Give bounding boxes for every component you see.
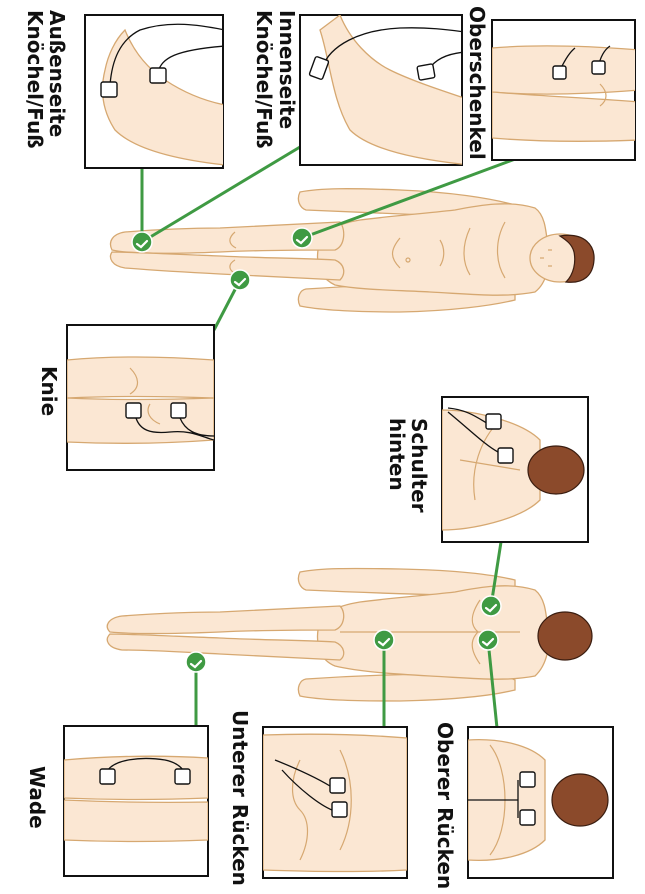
electrode-pad xyxy=(171,403,186,418)
marker-oberschenkel xyxy=(292,228,312,248)
back-head xyxy=(538,612,592,660)
label-unterer-ruecken: Unterer Rücken xyxy=(228,710,252,886)
back-body-figure xyxy=(107,568,592,701)
panel-unterer-ruecken xyxy=(263,727,407,878)
electrode-pad xyxy=(126,403,141,418)
label-innenseite-2: Knöchel/Fuß xyxy=(252,10,276,149)
electrode-pad xyxy=(486,414,501,429)
front-torso xyxy=(318,204,549,295)
electrode-pad xyxy=(520,810,535,825)
label-aussenseite-2: Knöchel/Fuß xyxy=(23,10,47,149)
front-leg-lower xyxy=(111,252,344,280)
panel-aussenseite xyxy=(85,15,225,168)
marker-wade xyxy=(186,652,206,672)
electrode-pad xyxy=(592,61,605,74)
marker-knie xyxy=(230,270,250,290)
panel-knie xyxy=(67,325,214,470)
back-torso xyxy=(318,586,549,679)
electrode-pad xyxy=(175,769,190,784)
panel-schulter xyxy=(442,397,588,542)
panel-wade xyxy=(64,726,208,876)
label-schulter-2: hinten xyxy=(385,418,409,491)
electrode-pad xyxy=(332,802,347,817)
label-aussenseite-1: Außenseite xyxy=(45,10,69,137)
marker-oberer-ruecken xyxy=(478,630,498,650)
marker-schulter xyxy=(481,596,501,616)
label-knie: Knie xyxy=(37,366,61,416)
electrode-pad xyxy=(330,778,345,793)
back-leg-upper xyxy=(107,606,343,634)
label-oberschenkel: Oberschenkel xyxy=(465,6,489,160)
marker-unterer-ruecken xyxy=(374,630,394,650)
label-schulter-1: Schulter xyxy=(407,418,431,513)
electrode-pad xyxy=(150,68,166,83)
panel-innenseite xyxy=(300,15,470,165)
electrode-pad xyxy=(417,64,435,81)
label-wade: Wade xyxy=(25,766,49,829)
panel-oberer-ruecken xyxy=(468,727,613,878)
electrode-pad xyxy=(553,66,566,79)
electrode-pad xyxy=(498,448,513,463)
electrode-pad xyxy=(101,82,117,97)
front-body-figure xyxy=(111,189,595,312)
electrode-pad xyxy=(100,769,115,784)
panel-oberschenkel xyxy=(492,20,640,160)
back-leg-lower xyxy=(107,634,343,660)
label-innenseite-1: Innenseite xyxy=(275,10,299,129)
marker-ankle xyxy=(132,232,152,252)
label-oberer-ruecken: Oberer Rücken xyxy=(433,722,457,889)
electrode-pad xyxy=(520,772,535,787)
front-head xyxy=(530,234,594,282)
